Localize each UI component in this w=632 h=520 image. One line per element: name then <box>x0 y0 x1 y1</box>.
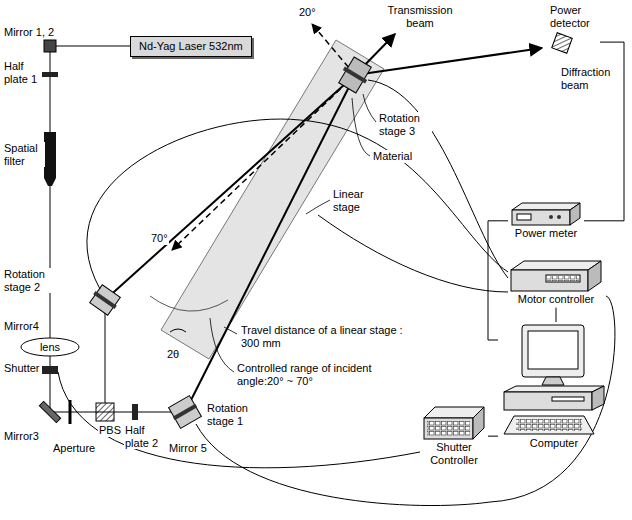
node-label: Motor controller <box>508 293 604 306</box>
part-label: Mirror 5 <box>168 442 208 455</box>
motor-controller: Motor controller <box>506 258 606 308</box>
part-label: 20° <box>298 6 317 19</box>
node-label: lens <box>20 337 80 357</box>
part-label: Material <box>372 150 413 163</box>
laser-beam <box>56 46 130 47</box>
rotation-stage-1 <box>168 395 203 429</box>
laser-beam <box>50 52 51 412</box>
power-detector: Power detector <box>548 2 600 59</box>
shutter <box>42 366 58 374</box>
node-label: Computer <box>500 437 608 450</box>
mirror <box>44 40 56 52</box>
incident-beam <box>105 75 355 300</box>
part-label: Controlled range of incident angle:20° ~… <box>236 362 398 387</box>
range-arrow <box>172 75 355 250</box>
cable <box>488 436 498 437</box>
laser-beam <box>105 300 106 403</box>
computer: Computer <box>498 322 610 452</box>
part-label: Half plate 2 <box>124 424 162 449</box>
lens: lens <box>20 337 80 357</box>
half-plate <box>132 404 138 420</box>
angle-range-arc <box>150 296 228 311</box>
node-label: Nd-Yag Laser 532nm <box>139 40 243 53</box>
diffraction-beam <box>355 48 542 75</box>
part-label: Rotation stage 2 <box>3 268 55 293</box>
rotation-stage-3 <box>336 55 374 94</box>
part-label: Mirror3 <box>3 430 40 443</box>
part-label: Travel distance of a linear stage : 300 … <box>240 324 422 349</box>
half-plate <box>42 72 58 77</box>
part-label: Spatial filter <box>3 142 45 167</box>
device-icon <box>550 31 574 55</box>
cable <box>488 221 508 340</box>
node-label: Power detector <box>550 4 598 29</box>
device-icon <box>423 406 485 440</box>
node-label: Power meter <box>510 227 582 240</box>
part-label: PBS <box>98 424 122 437</box>
part-label: 70° <box>150 232 169 245</box>
device-icon <box>511 202 581 226</box>
part-label: Rotation stage 3 <box>378 112 432 137</box>
part-label: Shutter <box>3 362 40 375</box>
part-label: Rotation stage 1 <box>206 402 260 427</box>
part-label: Transmission beam <box>382 4 458 29</box>
part-label: Mirror4 <box>3 320 40 333</box>
part-label: 2θ <box>166 348 180 361</box>
power-meter: Power meter <box>508 200 584 242</box>
part-label: Diffraction beam <box>560 66 620 91</box>
node-label: Shutter Controller <box>422 441 486 466</box>
rotation-stage-2 <box>88 284 122 317</box>
laser-box: Nd-Yag Laser 532nm <box>130 36 252 57</box>
spatial-filter <box>44 132 56 186</box>
cable <box>58 80 615 506</box>
device-icon <box>510 260 602 292</box>
angle-mark <box>170 329 186 332</box>
shutter-controller: Shutter Controller <box>420 404 488 468</box>
cable <box>556 308 557 322</box>
part-label: Linear stage <box>332 188 376 213</box>
part-label: Mirror 1, 2 <box>3 26 55 39</box>
mirror-3 <box>39 401 60 422</box>
device-icon <box>502 324 606 436</box>
part-label: Aperture <box>52 442 96 455</box>
pbs <box>96 403 114 421</box>
part-label: Half plate 1 <box>3 60 41 85</box>
